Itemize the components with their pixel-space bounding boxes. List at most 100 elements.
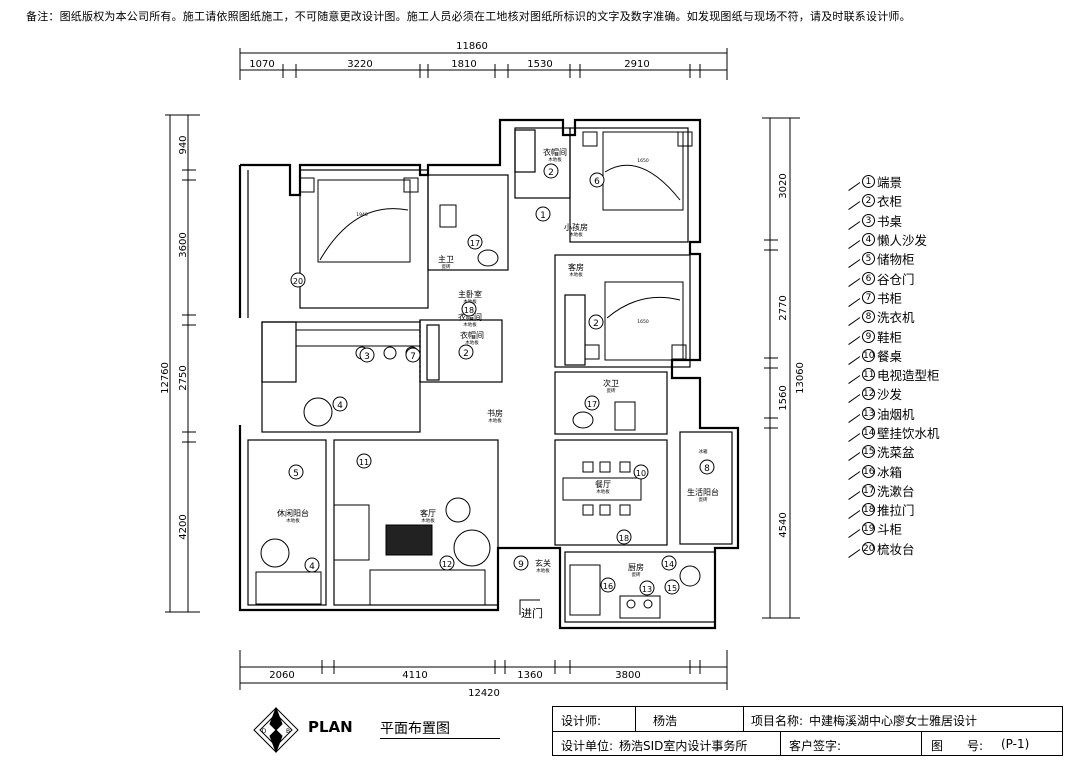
legend-number: 18 xyxy=(862,503,875,517)
dim-top-2: 1810 xyxy=(451,59,476,70)
dim-bottom-total: 12420 xyxy=(468,688,500,699)
floor-master-bedroom: 木地板 xyxy=(463,298,477,305)
legend-label: 衣柜 xyxy=(877,194,903,210)
legend-label: 推拉门 xyxy=(877,503,915,519)
callout-9: 9 xyxy=(518,560,524,570)
legend-number: 10 xyxy=(862,348,875,362)
callout-12: 12 xyxy=(442,560,452,569)
callout-18a: 18 xyxy=(619,534,629,543)
legend-number: 16 xyxy=(862,464,875,478)
sofa-main xyxy=(369,569,486,606)
room-master-bedroom: 主卧室 xyxy=(458,289,482,299)
fridge-label: 冰箱 xyxy=(699,448,708,455)
legend-number: 11 xyxy=(862,368,875,382)
dim-left-2: 2750 xyxy=(178,365,189,390)
room-walkin-closet-3: 衣帽间 xyxy=(543,147,567,157)
drawing-notice: 备注：图纸版权为本公司所有。施工请依照图纸施工，不可随意更改设计图。施工人员必须… xyxy=(26,10,911,23)
room-walkin-closet-1: 衣帽间 xyxy=(460,330,484,340)
master-bed xyxy=(317,179,411,263)
legend-number: 19 xyxy=(862,522,875,536)
floor-foyer: 木地板 xyxy=(536,567,550,574)
legend-number: 15 xyxy=(862,445,875,459)
bed-kids-size: 1650 xyxy=(637,158,649,164)
dim-bottom-0: 2060 xyxy=(269,670,294,681)
legend-label: 餐桌 xyxy=(877,348,903,364)
rug xyxy=(385,524,433,556)
room-service-balcony: 生活阳台 xyxy=(687,487,719,497)
room-foyer: 玄关 xyxy=(535,558,551,568)
legend-number: 13 xyxy=(862,406,875,420)
exterior-walls xyxy=(238,118,740,630)
plan-callout-numbers: 1 2 6 2 3 7 2 4 5 11 4 12 9 10 8 18 14 1… xyxy=(293,168,710,594)
floor-kids: 木地板 xyxy=(569,231,583,238)
callout-7: 7 xyxy=(410,352,416,362)
callout-8: 8 xyxy=(704,464,710,474)
legend-label: 洗漱台 xyxy=(877,483,915,499)
legend-label: 书桌 xyxy=(877,213,903,229)
legend-label: 冰箱 xyxy=(877,464,903,480)
plan-symbol-d: D xyxy=(262,728,267,735)
dim-right-total: 13060 xyxy=(795,362,806,394)
callout-2b: 2 xyxy=(593,319,599,329)
legend-label: 谷仓门 xyxy=(877,271,915,287)
callout-16: 16 xyxy=(603,582,613,591)
floor-walkin-closet-3: 木地板 xyxy=(548,156,562,163)
dim-bottom-3: 3800 xyxy=(615,670,640,681)
client-signature-label: 客户签字: xyxy=(789,739,842,753)
plan-title: 平面布置图 xyxy=(380,718,500,739)
bed-master-size: 1940 xyxy=(356,212,368,218)
drawing-number: (P-1) xyxy=(1001,737,1030,751)
callout-14: 14 xyxy=(664,560,674,569)
callout-20: 20 xyxy=(293,277,303,286)
callout-3: 3 xyxy=(364,352,370,362)
callout-2a: 2 xyxy=(548,168,554,178)
bed-guest-size: 1650 xyxy=(637,319,649,325)
legend-label: 电视造型柜 xyxy=(877,368,940,384)
callout-2c: 2 xyxy=(463,349,469,359)
legend-label: 壁挂饮水机 xyxy=(877,426,940,441)
floor-walkin-closet-1: 木地板 xyxy=(465,339,479,346)
armchair xyxy=(453,529,491,567)
callout-18b: 18 xyxy=(464,306,474,315)
plan-symbol-c: C xyxy=(274,740,278,747)
title-block: 设计师: 杨浩 项目名称: 中建梅溪湖中心廖女士雅居设计 设计单位: 杨浩SID… xyxy=(552,706,1063,756)
floor-master-bath: 瓷砖 xyxy=(442,263,451,270)
callout-4a: 4 xyxy=(337,401,343,411)
floor-walkin-closet-2: 木地板 xyxy=(463,321,477,328)
floor-guest: 木地板 xyxy=(569,271,583,278)
callout-11: 11 xyxy=(359,458,369,467)
dim-left-total: 12760 xyxy=(160,362,171,394)
legend-number: 4 xyxy=(862,233,875,247)
lazy-sofa-study xyxy=(303,397,333,427)
floor-kitchen: 瓷砖 xyxy=(632,571,641,578)
designer-label: 设计师: xyxy=(561,714,602,728)
room-dining: 餐厅 xyxy=(595,480,611,489)
legend-number: 9 xyxy=(862,329,875,343)
legend-number: 14 xyxy=(862,426,875,439)
legend-number: 1 xyxy=(862,175,875,189)
plan-callouts xyxy=(288,163,715,596)
dim-left-3: 4200 xyxy=(178,514,189,539)
unit-label: 设计单位: xyxy=(561,739,614,753)
dim-right-2: 1560 xyxy=(778,385,789,410)
dim-left-1: 3600 xyxy=(178,232,189,257)
room-kids: 小孩房 xyxy=(564,222,588,232)
dim-top-1: 3220 xyxy=(347,59,372,70)
furniture xyxy=(255,131,701,619)
legend-number: 17 xyxy=(862,483,875,497)
legend-label: 沙发 xyxy=(877,387,903,403)
designer-name: 杨浩 xyxy=(653,714,678,728)
legend-label: 书柜 xyxy=(877,290,903,306)
kids-bed xyxy=(602,131,684,211)
